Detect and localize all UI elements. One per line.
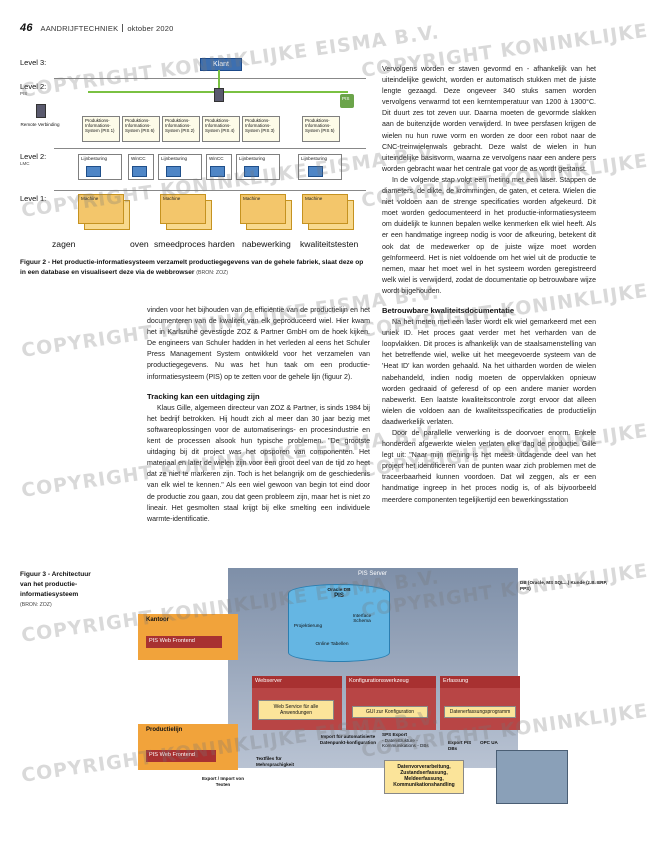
page-number: 46 [20, 22, 33, 34]
figure-2-caption: Figuur 2 - Het productie-informatiesyste… [20, 258, 370, 278]
export-import-texts-label: Export / Import von Texten [201, 776, 245, 787]
monitor-icon [308, 166, 323, 177]
machine-card-4: Machine [302, 194, 348, 224]
level-2-pis-label: Level 2:PIS [20, 82, 46, 96]
process-zagen: zagen [52, 239, 76, 249]
level-2b-sub: LMC [20, 161, 30, 166]
figure-3-diagram: PIS Server DB (Oracle, MS SQL...) Kunde … [118, 566, 618, 818]
pis-node-4: Produktions-Informations-System (PIS 4) [202, 116, 240, 142]
opc-ua-label: OPC UA [480, 740, 498, 745]
pis-db-text: PIS [334, 593, 344, 599]
monitor-icon [86, 166, 101, 177]
level-3-label: Level 3: [20, 58, 47, 67]
header-divider [122, 24, 124, 32]
pis-server-icon [340, 94, 354, 108]
section-heading: Betrouwbare kwaliteitsdocumentatie [382, 305, 515, 315]
process-nabewerking: nabewerking [242, 239, 291, 249]
kantoor-web-frontend: PIS Web Frontend [146, 636, 222, 648]
figure-2-source: (BRON: ZOZ) [196, 270, 228, 276]
oracle-text: Oracle DB [327, 588, 351, 593]
paragraph: Klaus Gille, algemeen directeur van ZOZ … [147, 404, 370, 523]
datenvorverarbeitung-box: Datenvorverarbeitung, Zustandserfassung,… [384, 760, 464, 794]
sps-export-label: SPS Export [382, 732, 408, 737]
gui-config-box: GUI zur Konfiguration [352, 706, 428, 718]
level-2b-text: Level 2: [20, 152, 47, 161]
webserver-header: Webserver [252, 676, 342, 688]
level-2-sub: PIS [20, 91, 28, 96]
paragraph: Na het meten met een laser wordt elk wie… [382, 319, 596, 426]
paragraph: In de volgende stap volgt een meting met… [382, 176, 596, 295]
web-service-box: Web Service für alle Anwendungen [258, 700, 334, 720]
level-separator [54, 78, 366, 79]
paragraph: Vervolgens worden er staven gevormd en -… [382, 66, 596, 173]
paragraph: Door de parallelle verwerking is de door… [382, 430, 596, 504]
magazine-name: AANDRIJFTECHNIEK [40, 24, 119, 33]
router-icon [214, 88, 224, 102]
pis-node-6: Produktions-Informations-System (PIS 6) [122, 116, 160, 142]
figure-2-diagram: Level 3: Level 2:PIS Level 2:LMC Level 1… [18, 48, 370, 254]
section-heading: Tracking kan een uitdaging zijn [147, 391, 260, 401]
level-1-label: Level 1: [20, 194, 47, 203]
konfig-header: Konfigurationswerkzeug [346, 676, 436, 688]
machine-card-2: Machine [160, 194, 206, 224]
productielijn-web-frontend: PIS Web Frontend [146, 750, 216, 762]
machine-card-3: Machine [240, 194, 286, 224]
kantoor-label: Kantoor [146, 617, 169, 623]
erfassung-header: Erfassung [440, 676, 520, 688]
level-separator [54, 190, 366, 191]
pis-node-2: Produktions-Informations-System (PIS 2) [162, 116, 200, 142]
online-tabellen-label: Online Tabellen [315, 642, 349, 647]
textfiles-label: Textfiles für Mehrsprachigkeit [256, 756, 295, 767]
process-smeedproces: smeedproces [154, 239, 206, 249]
customer-db-label: DB (Oracle, MS SQL...) Kunde (z.B. ERP, … [520, 580, 608, 591]
import-auto-label: Import für automatisierte Datenpunkt-kon… [319, 734, 377, 745]
figure-3-caption: Figuur 3 - Architectuur van het producti… [20, 570, 100, 610]
process-harden: harden [208, 239, 235, 249]
article-column-left: vinden voor het bijhouden van de efficië… [147, 305, 370, 525]
sps-export-block: SPS Export- Datenstrukture - Kommunikati… [382, 732, 442, 749]
running-header: 46 AANDRIJFTECHNIEK oktober 2020 [20, 22, 174, 34]
export-pis-db-label: Export PIS DBs [448, 740, 472, 751]
erfassung-program-box: Datenerfassungsprogramm [444, 706, 516, 718]
monitor-icon [244, 166, 259, 177]
productielijn-label: Productielijn [146, 727, 183, 733]
pis-server-label: PIS [342, 96, 350, 101]
remote-pc-icon [36, 104, 46, 118]
process-kwaliteitstesten: kwaliteitstesten [300, 239, 359, 249]
process-oven: oven [130, 239, 149, 249]
pis-node-5: Produktions-Informations-System (PIS 5) [302, 116, 340, 142]
figure-3-source: (BRON: ZOZ) [20, 602, 52, 608]
remote-connection-label: Remote Verbinding [20, 122, 60, 127]
paragraph: vinden voor het bijhouden van de efficië… [147, 307, 370, 381]
pis-node-1: Produktions-Informations-System (PIS 1) [82, 116, 120, 142]
plc-hardware-icon [496, 750, 568, 804]
monitor-icon [132, 166, 147, 177]
database-cylinder-icon [288, 584, 390, 662]
productielijn-panel [138, 724, 238, 770]
level-separator [54, 148, 366, 149]
pis-server-label: PIS Server [358, 571, 388, 577]
level-2-lmc-label: Level 2:LMC [20, 152, 46, 166]
klant-node: Klant [200, 58, 242, 71]
issue-date: oktober 2020 [127, 24, 174, 33]
article-column-right: Vervolgens worden er staven gevormd en -… [382, 64, 596, 506]
network-link [218, 70, 220, 92]
figure-3-caption-title: Figuur 3 - Architectuur van het producti… [20, 571, 91, 598]
pis-node-3: Produktions-Informations-System (PIS 3) [242, 116, 280, 142]
interface-schema-label: Interface Schema [352, 614, 372, 624]
monitor-icon [166, 166, 181, 177]
monitor-icon [210, 166, 225, 177]
machine-card-1: Machine [78, 194, 124, 224]
figure-2-caption-title: Figuur 2 - Het productie-informatiesyste… [20, 259, 364, 276]
level-2-text: Level 2: [20, 82, 47, 91]
sps-items: - Datenstrukture - Kommunikations - DBs [382, 737, 429, 749]
projektierung-label: Projektierung [293, 624, 323, 629]
